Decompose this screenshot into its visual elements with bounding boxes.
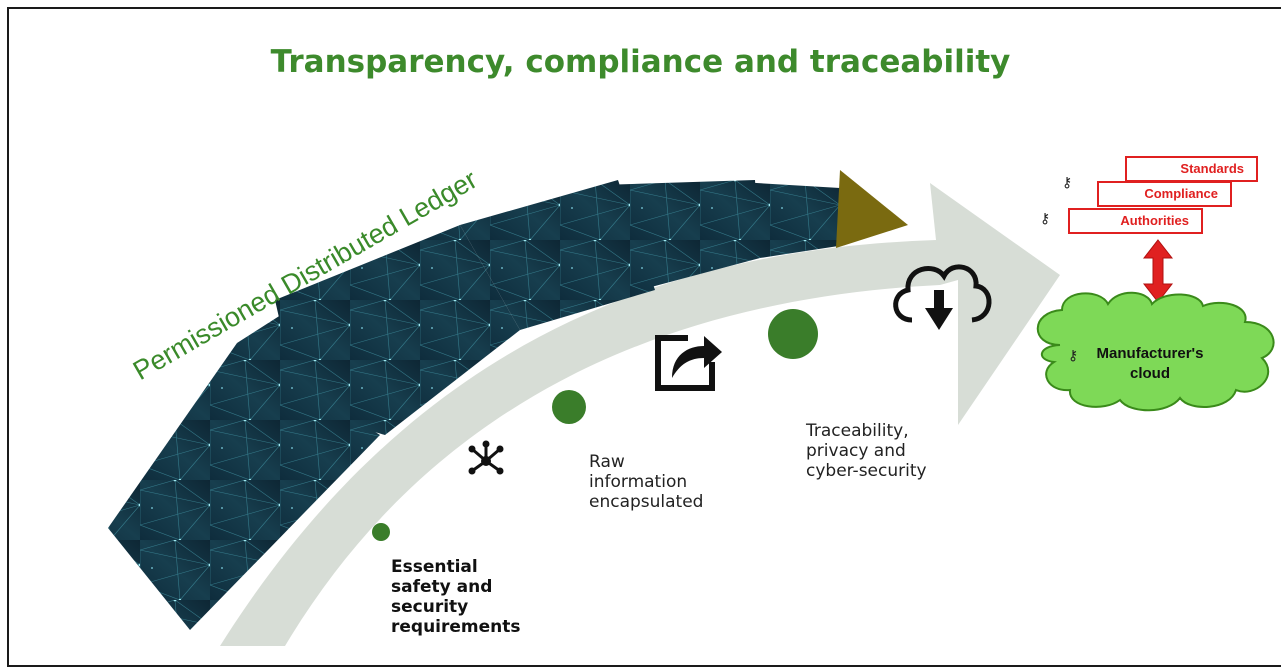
stage-dot-small xyxy=(372,523,390,541)
stage-1-line: safety and xyxy=(391,577,493,597)
stage-3-label: Traceability, privacy and cyber-security xyxy=(806,421,927,481)
regulator-box-authorities: Authorities xyxy=(1068,208,1203,234)
ledger-band xyxy=(108,170,908,630)
stage-1-line: Essential xyxy=(391,557,478,577)
stage-dot-large xyxy=(768,309,818,359)
key-icon: ⚷ xyxy=(1068,348,1079,364)
stage-1-line: requirements xyxy=(391,617,521,637)
ledger-arrowhead xyxy=(836,170,908,248)
stage-3-line: privacy and xyxy=(806,441,906,461)
cloud-label-line: Manufacturer's xyxy=(1096,345,1204,362)
share-export-icon xyxy=(655,335,722,391)
stage-2-line: Raw xyxy=(589,452,625,472)
process-arrow xyxy=(220,183,1060,646)
bidirectional-arrow xyxy=(1142,239,1174,303)
stage-1-line: security xyxy=(391,597,469,617)
key-icon: ⚷ xyxy=(1062,175,1073,191)
stage-3-line: cyber-security xyxy=(806,461,927,481)
stage-1-label: Essential safety and security requiremen… xyxy=(391,557,521,637)
stage-2-line: encapsulated xyxy=(589,492,704,512)
stage-2-label: Raw information encapsulated xyxy=(589,452,703,512)
manufacturer-cloud-label: Manufacturer's cloud xyxy=(1080,344,1220,384)
stage-3-line: Traceability, xyxy=(806,421,909,441)
key-icon: ⚷ xyxy=(1040,211,1051,227)
cloud-label-line: cloud xyxy=(1130,365,1170,382)
network-node-icon xyxy=(468,440,504,475)
regulator-box-standards: Standards xyxy=(1125,156,1258,182)
manufacturer-cloud-shape xyxy=(1036,291,1275,412)
stage-dot-medium xyxy=(552,390,586,424)
regulator-box-compliance: Compliance xyxy=(1097,181,1232,207)
diagram-canvas xyxy=(108,170,1275,646)
cloud-download-icon xyxy=(893,264,992,330)
stage-2-line: information xyxy=(589,472,688,492)
page-title: Transparency, compliance and traceabilit… xyxy=(270,44,1011,80)
